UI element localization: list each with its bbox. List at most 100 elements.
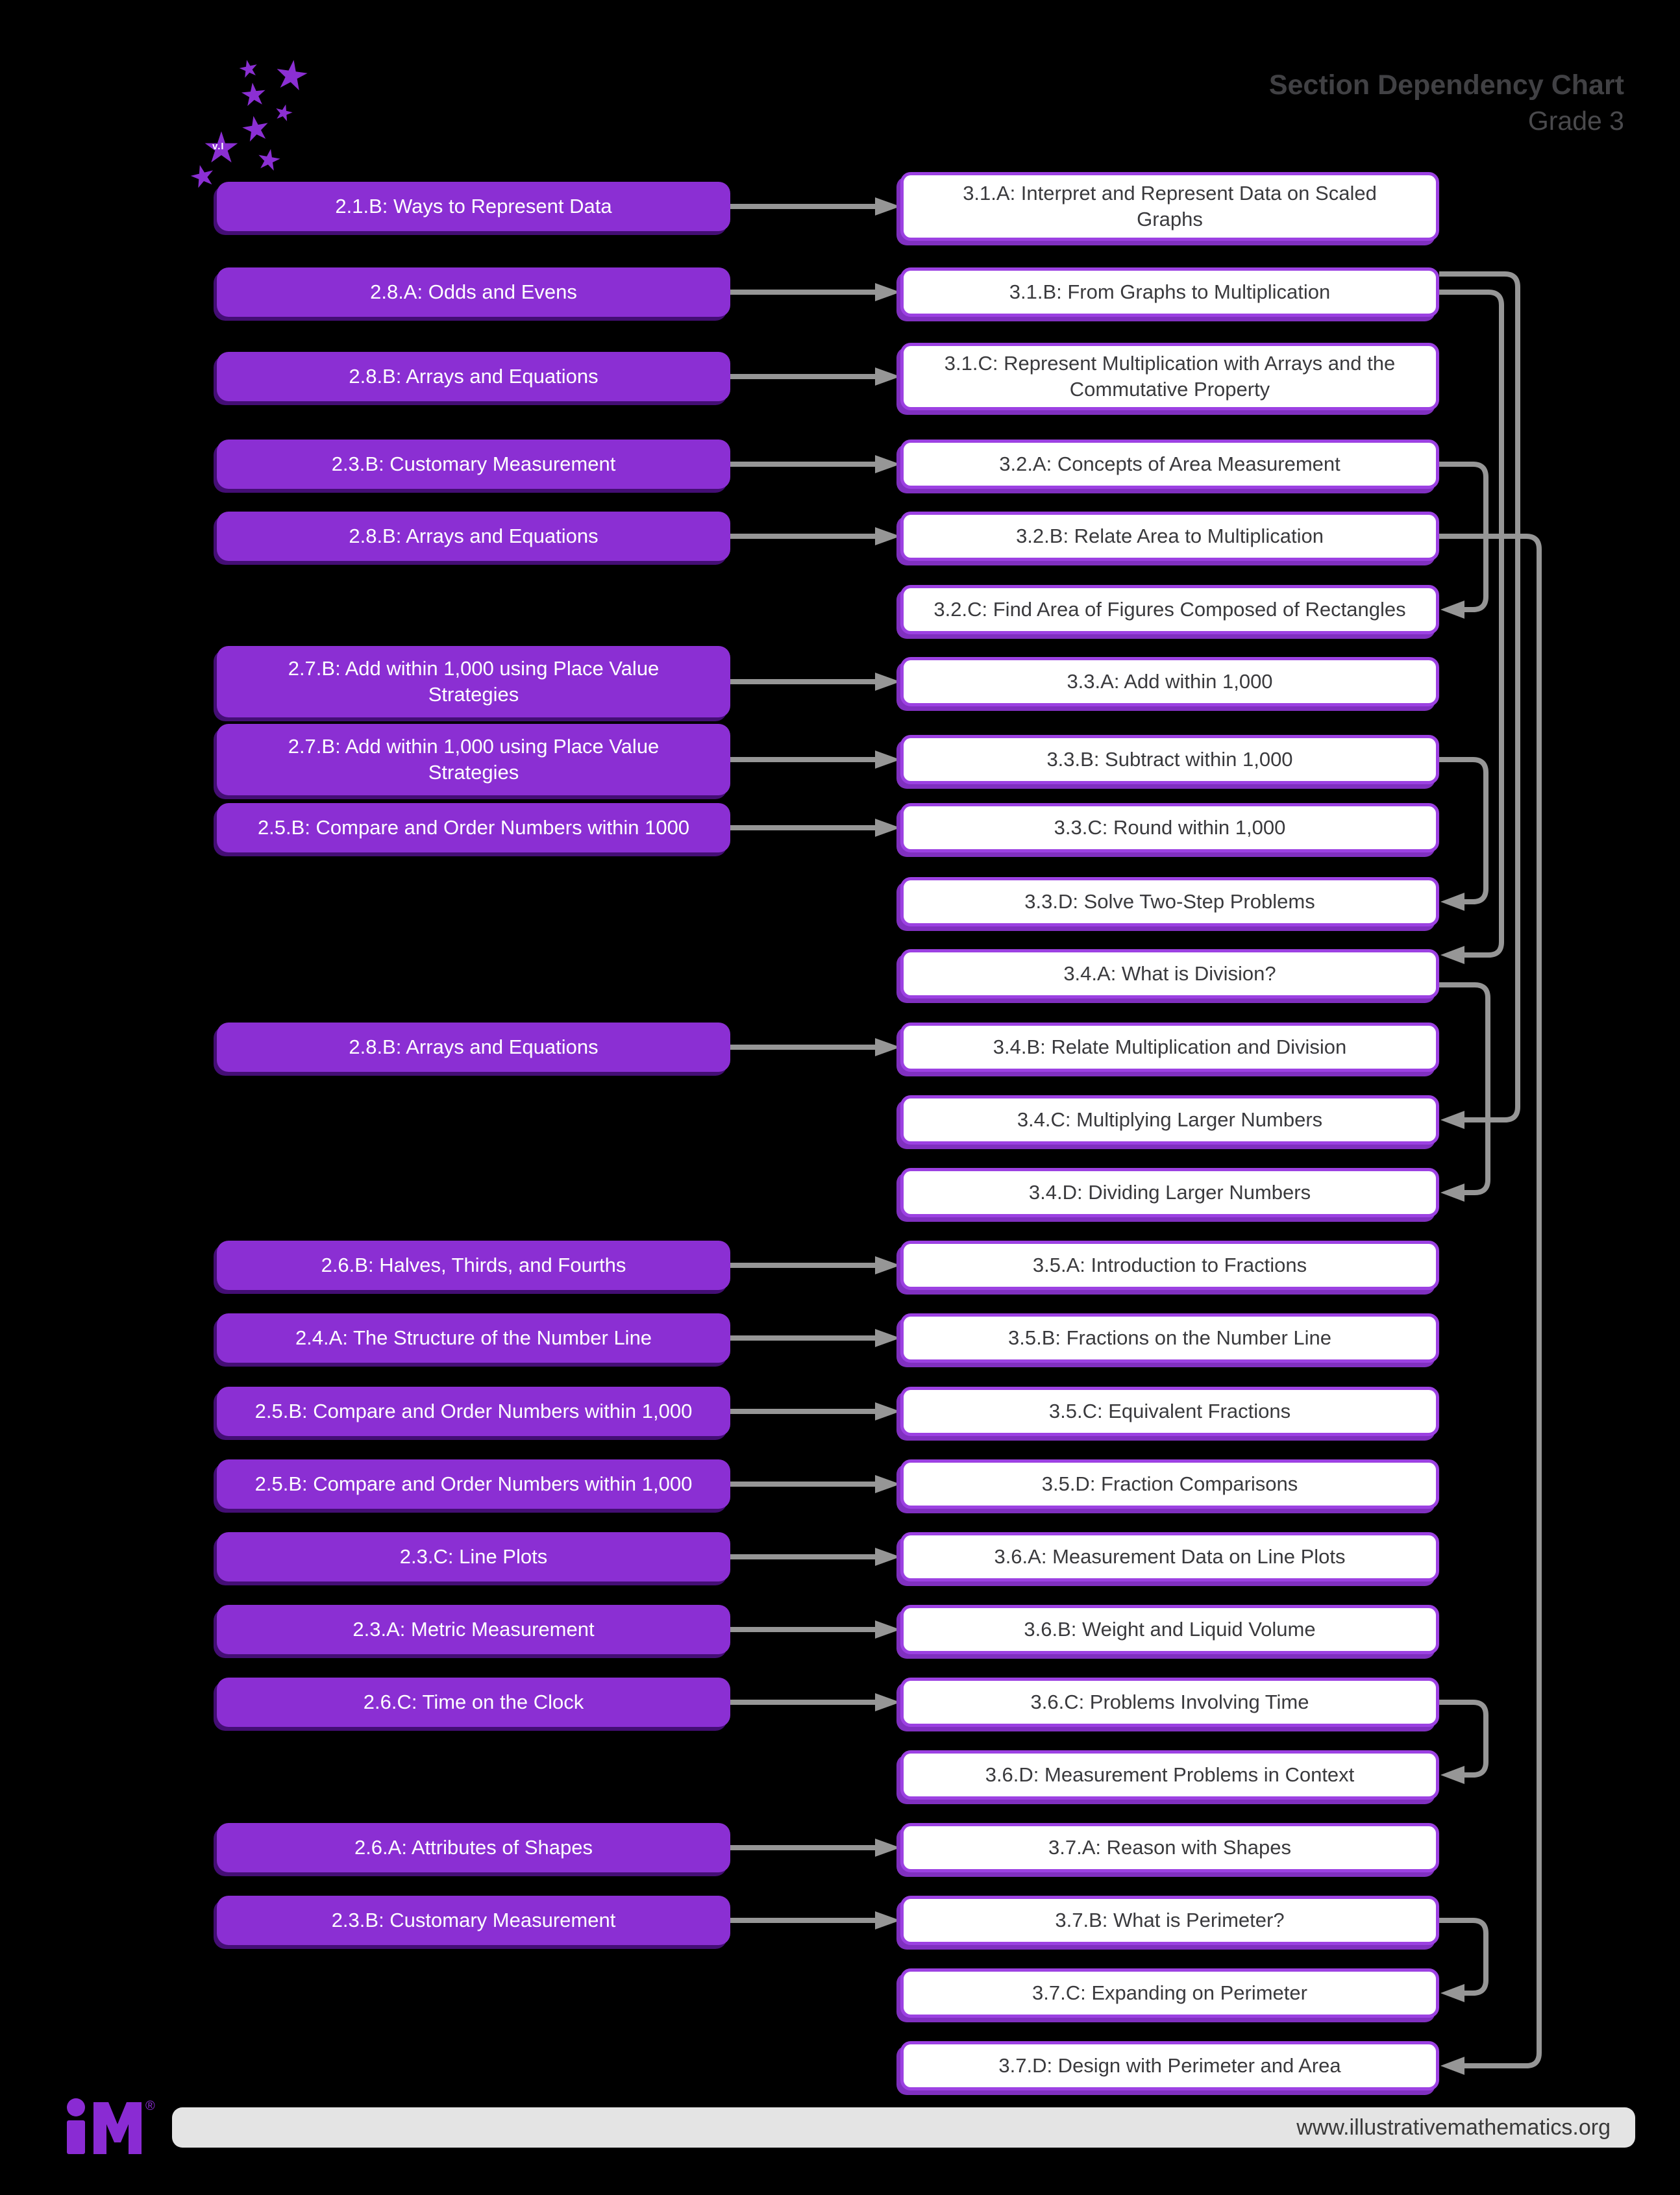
im-logo-i-stem — [67, 2120, 85, 2154]
dependency-connector — [1439, 982, 1490, 1195]
grade2-section-node: 2.1.B: Ways to Represent Data — [217, 182, 730, 231]
grade3-section-node: 3.5.A: Introduction to Fractions — [900, 1241, 1439, 1290]
grade3-section-node: 3.1.C: Represent Multiplication with Arr… — [900, 343, 1439, 410]
grade2-to-grade3-arrowhead — [875, 673, 900, 691]
grade2-section-node-label: 2.8.B: Arrays and Equations — [349, 1035, 599, 1059]
grade3-section-node-label: 3.4.D: Dividing Larger Numbers — [1028, 1181, 1311, 1204]
grade2-section-node-label: 2.5.B: Compare and Order Numbers within … — [257, 816, 690, 839]
grade3-section-node-label: 3.3.D: Solve Two-Step Problems — [1024, 890, 1315, 913]
dependency-connector-arrowhead — [1440, 946, 1464, 964]
grade2-to-grade3-arrowhead — [875, 455, 900, 473]
grade2-to-grade3-arrowhead — [875, 527, 900, 545]
grade2-section-node: 2.8.B: Arrays and Equations — [217, 1023, 730, 1072]
grade3-section-node: 3.5.B: Fractions on the Number Line — [900, 1313, 1439, 1363]
grade3-section-node: 3.2.C: Find Area of Figures Composed of … — [900, 585, 1439, 634]
grade2-section-node-label: 2.5.B: Compare and Order Numbers within … — [254, 1400, 693, 1423]
grade3-section-node-label: 3.6.C: Problems Involving Time — [1030, 1691, 1309, 1714]
grade2-section-node: 2.6.A: Attributes of Shapes — [217, 1823, 730, 1872]
grade2-section-node: 2.5.B: Compare and Order Numbers within … — [217, 1387, 730, 1436]
grade3-section-node-label: 3.3.A: Add within 1,000 — [1067, 670, 1273, 693]
grade3-section-node-label: 3.3.C: Round within 1,000 — [1054, 816, 1286, 839]
grade3-section-node-label: 3.1.A: Interpret and Represent Data on S… — [963, 182, 1377, 230]
grade2-section-node-label: 2.7.B: Add within 1,000 using Place Valu… — [288, 657, 660, 706]
registered-mark: ® — [145, 2099, 155, 2113]
grade3-section-node: 3.7.B: What is Perimeter? — [900, 1896, 1439, 1945]
dependency-connector — [1439, 290, 1504, 958]
grade3-section-node: 3.2.A: Concepts of Area Measurement — [900, 440, 1439, 489]
grade3-section-node-label: 3.7.B: What is Perimeter? — [1055, 1909, 1285, 1932]
grade2-section-node-label: 2.8.B: Arrays and Equations — [349, 525, 599, 548]
grade2-to-grade3-arrowhead — [875, 197, 900, 216]
grade2-section-node-label: 2.7.B: Add within 1,000 using Place Valu… — [288, 735, 660, 784]
grade2-section-node: 2.3.A: Metric Measurement — [217, 1605, 730, 1654]
grade2-section-node-label: 2.6.B: Halves, Thirds, and Fourths — [321, 1254, 626, 1277]
grade3-section-node-label: 3.5.C: Equivalent Fractions — [1048, 1400, 1291, 1423]
grade2-to-grade3-arrowhead — [875, 1911, 900, 1929]
grade3-section-node: 3.6.C: Problems Involving Time — [900, 1678, 1439, 1727]
grade2-section-node-label: 2.3.B: Customary Measurement — [331, 1909, 616, 1932]
grade3-section-node: 3.5.D: Fraction Comparisons — [900, 1459, 1439, 1509]
grade3-section-node-label: 3.4.A: What is Division? — [1063, 962, 1276, 986]
grade3-section-node-label: 3.1.B: From Graphs to Multiplication — [1009, 280, 1331, 304]
grade2-section-node-label: 2.6.C: Time on the Clock — [363, 1691, 584, 1714]
grade2-section-node-label: 2.1.B: Ways to Represent Data — [335, 195, 612, 218]
grade2-section-node: 2.5.B: Compare and Order Numbers within … — [217, 1459, 730, 1509]
grade2-to-grade3-arrowhead — [875, 367, 900, 386]
grade2-section-node-label: 2.8.B: Arrays and Equations — [349, 365, 599, 388]
grade3-section-node: 3.3.D: Solve Two-Step Problems — [900, 877, 1439, 926]
dependency-connector-arrowhead — [1440, 1184, 1464, 1202]
grade2-section-node: 2.4.A: The Structure of the Number Line — [217, 1313, 730, 1363]
grade3-section-node-label: 3.6.A: Measurement Data on Line Plots — [994, 1545, 1346, 1569]
grade2-section-node-label: 2.3.B: Customary Measurement — [331, 453, 616, 476]
grade2-section-node-label: 2.4.A: The Structure of the Number Line — [295, 1326, 652, 1350]
dependency-connector — [1439, 271, 1520, 1122]
grade3-section-node: 3.6.B: Weight and Liquid Volume — [900, 1605, 1439, 1654]
dependency-connector-arrowhead — [1440, 2057, 1464, 2075]
dependency-connector — [1439, 757, 1489, 904]
grade2-section-node: 2.8.A: Odds and Evens — [217, 267, 730, 317]
grade3-section-node: 3.6.D: Measurement Problems in Context — [900, 1750, 1439, 1800]
grade3-section-node-label: 3.1.C: Represent Multiplication with Arr… — [944, 352, 1396, 401]
grade3-section-node: 3.7.D: Design with Perimeter and Area — [900, 2041, 1439, 2090]
page-subtitle: Grade 3 — [1527, 105, 1624, 136]
grade3-section-node-label: 3.5.A: Introduction to Fractions — [1032, 1254, 1307, 1277]
grade3-section-node-label: 3.2.B: Relate Area to Multiplication — [1016, 525, 1324, 548]
grade3-section-node: 3.3.C: Round within 1,000 — [900, 803, 1439, 852]
grade3-section-node: 3.3.A: Add within 1,000 — [900, 657, 1439, 706]
grade3-section-node-label: 3.6.B: Weight and Liquid Volume — [1024, 1618, 1316, 1641]
grade2-section-node: 2.6.B: Halves, Thirds, and Fourths — [217, 1241, 730, 1290]
dependency-connector-arrowhead — [1440, 893, 1464, 911]
grade3-section-node: 3.1.A: Interpret and Represent Data on S… — [900, 172, 1439, 241]
dependency-connector — [1439, 534, 1542, 2068]
grade2-to-grade3-arrowhead — [875, 1693, 900, 1711]
grade3-section-node: 3.7.C: Expanding on Perimeter — [900, 1968, 1439, 2018]
im-logo-m — [93, 2102, 142, 2154]
grade3-section-node: 3.4.D: Dividing Larger Numbers — [900, 1168, 1439, 1217]
grade2-section-node-label: 2.8.A: Odds and Evens — [370, 280, 577, 304]
dependency-connector-arrowhead — [1440, 1766, 1464, 1784]
dependency-connector-arrowhead — [1440, 1984, 1464, 2002]
grade2-section-node: 2.8.B: Arrays and Equations — [217, 512, 730, 561]
grade3-section-node: 3.4.A: What is Division? — [900, 949, 1439, 998]
grade2-to-grade3-arrowhead — [875, 1475, 900, 1493]
grade3-section-node-label: 3.5.B: Fractions on the Number Line — [1008, 1326, 1331, 1350]
grade3-section-node: 3.4.C: Multiplying Larger Numbers — [900, 1095, 1439, 1145]
grade2-section-node-label: 2.3.C: Line Plots — [399, 1545, 548, 1569]
grade3-section-node: 3.5.C: Equivalent Fractions — [900, 1387, 1439, 1436]
footer-bar: www.illustrativemathematics.org — [172, 2107, 1635, 2148]
page-title: Section Dependency Chart — [1268, 69, 1624, 101]
grade3-section-node-label: 3.7.A: Reason with Shapes — [1048, 1836, 1291, 1859]
grade2-to-grade3-arrowhead — [875, 750, 900, 769]
grade2-section-node: 2.3.B: Customary Measurement — [217, 440, 730, 489]
grade3-section-node: 3.4.B: Relate Multiplication and Divisio… — [900, 1023, 1439, 1072]
grade3-section-node: 3.6.A: Measurement Data on Line Plots — [900, 1532, 1439, 1581]
grade3-section-node-label: 3.4.C: Multiplying Larger Numbers — [1017, 1108, 1323, 1132]
grade2-to-grade3-arrowhead — [875, 1402, 900, 1420]
footer-url: www.illustrativemathematics.org — [1296, 2114, 1611, 2140]
grade3-section-node: 3.1.B: From Graphs to Multiplication — [900, 267, 1439, 317]
grade2-section-node: 2.5.B: Compare and Order Numbers within … — [217, 803, 730, 852]
grade2-section-node: 2.3.B: Customary Measurement — [217, 1896, 730, 1945]
star-logo-label: v.I — [212, 141, 225, 152]
grade3-section-node-label: 3.2.C: Find Area of Figures Composed of … — [933, 598, 1406, 621]
